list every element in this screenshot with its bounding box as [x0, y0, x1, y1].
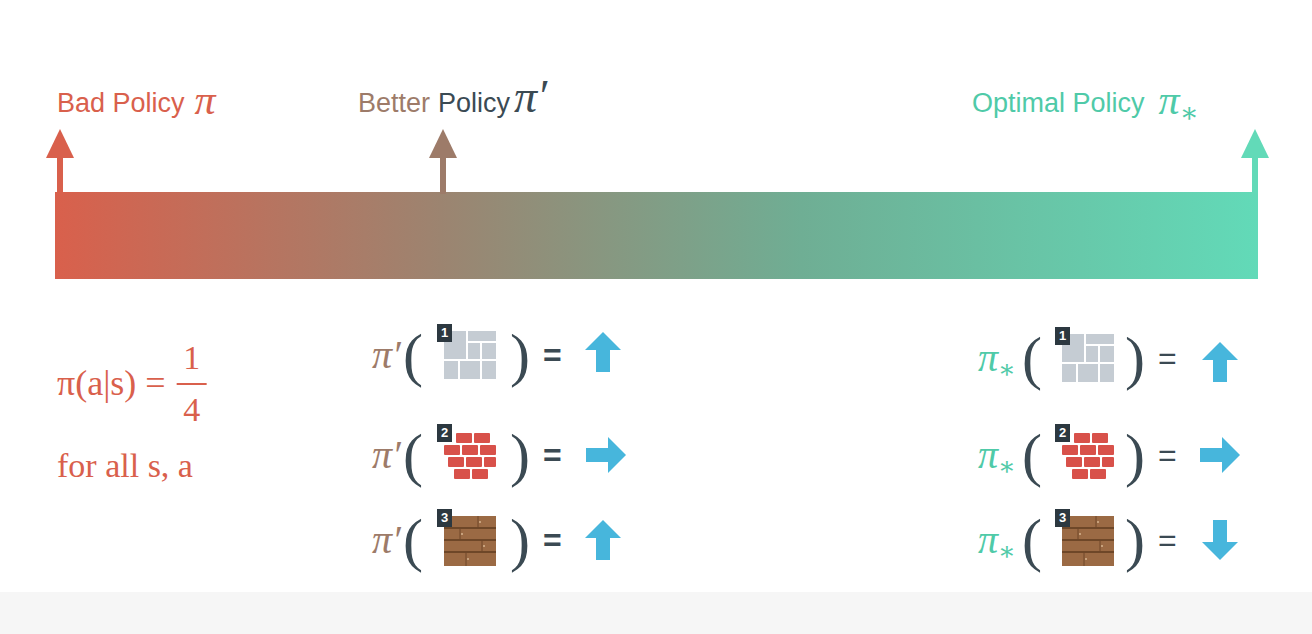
parenthesis: ( [1022, 328, 1042, 388]
scale-pointer [429, 129, 457, 194]
policy-formula: for all s, a [57, 449, 193, 483]
action-arrow [1202, 520, 1238, 560]
callout-number: 3 [437, 509, 452, 527]
parenthesis: ) [510, 425, 530, 485]
equals-sign: = [543, 439, 562, 471]
fraction-bar [177, 383, 207, 385]
action-arrow [1200, 437, 1240, 473]
callout-number: 3 [1055, 509, 1070, 527]
policy-symbol: π′ [372, 335, 401, 375]
policy-symbol: π′ [372, 435, 401, 475]
policy-symbol: π [978, 435, 998, 475]
callout-number: 1 [1055, 327, 1070, 345]
callout-number: 1 [437, 324, 452, 342]
equals-sign: = [543, 339, 562, 371]
equals-sign: = [1158, 524, 1177, 556]
policy-title: Optimal Policy [972, 90, 1145, 117]
policy-symbol: ∗ [998, 539, 1016, 565]
parenthesis: ) [510, 510, 530, 570]
policy-symbol: π [978, 338, 998, 378]
policy-symbol: π [1159, 79, 1180, 121]
parenthesis: ( [403, 510, 423, 570]
parenthesis: ( [403, 325, 423, 385]
policy-symbol: ∗ [1180, 99, 1199, 127]
callout-number: 2 [437, 424, 452, 442]
fraction-number: 4 [183, 393, 200, 427]
callout-number: 2 [1055, 424, 1070, 442]
action-arrow [585, 332, 621, 372]
scale-pointer [46, 129, 74, 194]
scale-pointer [1241, 129, 1269, 194]
equals-sign: = [543, 524, 562, 556]
policy-title: Better [358, 90, 430, 117]
parenthesis: ( [403, 425, 423, 485]
policy-symbol: ∗ [998, 454, 1016, 480]
equals-sign: = [1158, 342, 1177, 374]
policy-symbol: π′ [372, 520, 401, 560]
policy-formula: π(a|s) = [57, 365, 166, 401]
policy-symbol: ∗ [998, 357, 1016, 383]
action-arrow [1202, 342, 1238, 382]
parenthesis: ) [1125, 425, 1145, 485]
policy-symbol: π [978, 520, 998, 560]
parenthesis: ) [1125, 510, 1145, 570]
parenthesis: ( [1022, 510, 1042, 570]
policy-title: Policy [438, 90, 510, 117]
footer-band [0, 592, 1312, 634]
policy-scale-bar [55, 192, 1258, 279]
policy-title: Bad Policy [57, 90, 185, 117]
parenthesis: ) [510, 325, 530, 385]
action-arrow [585, 520, 621, 560]
equals-sign: = [1158, 439, 1177, 471]
parenthesis: ( [1022, 425, 1042, 485]
fraction-number: 1 [183, 341, 200, 375]
policy-symbol: π [195, 79, 216, 121]
policy-symbol: π′ [514, 74, 547, 120]
parenthesis: ) [1125, 328, 1145, 388]
action-arrow [586, 437, 626, 473]
